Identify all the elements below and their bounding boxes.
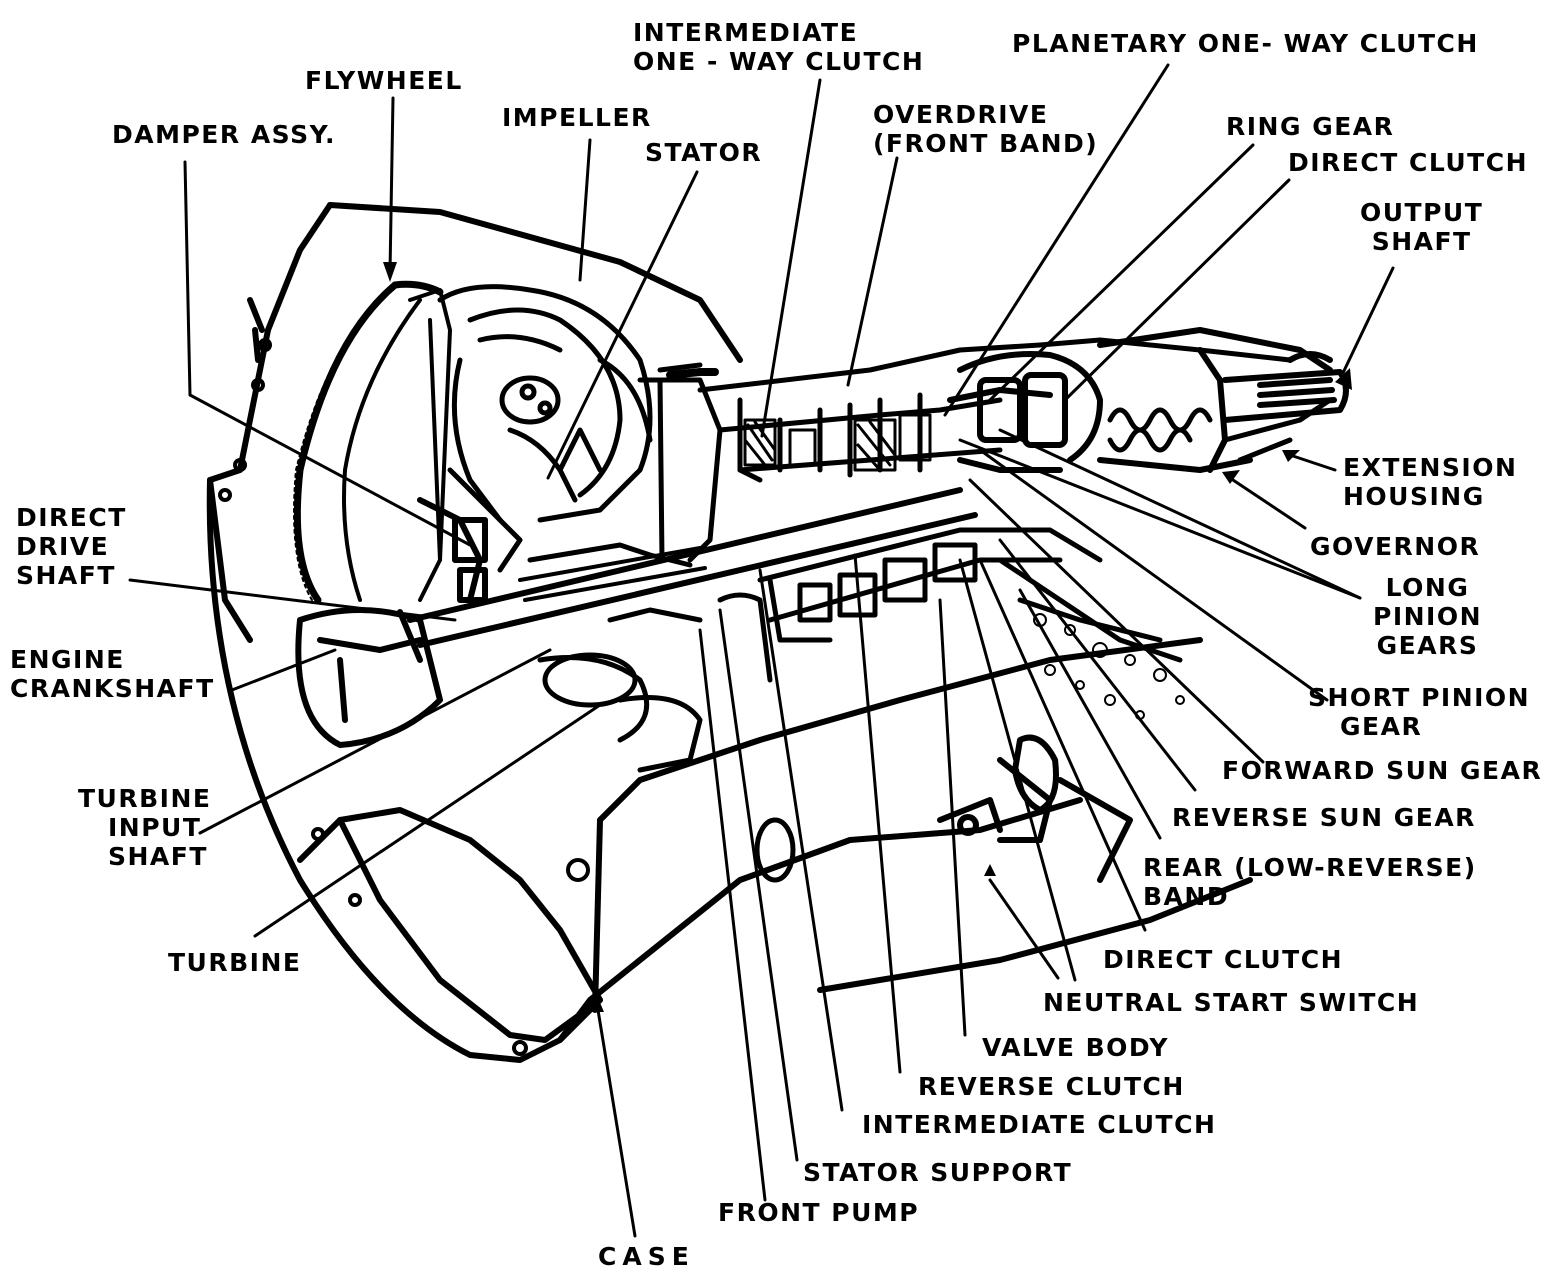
label-stator: STATOR <box>645 138 763 167</box>
label-extension-housing: EXTENSION HOUSING <box>1343 453 1517 511</box>
output-shaft <box>1222 351 1349 423</box>
label-turbine-input-shaft: TURBINE INPUT SHAFT <box>78 784 211 871</box>
label-direct-drive-shaft: DIRECT DRIVE SHAFT <box>16 503 127 590</box>
label-long-pinion-gears-line3: GEARS <box>1376 631 1479 660</box>
label-direct-clutch-bottom: DIRECT CLUTCH <box>1103 945 1343 974</box>
clutch-packs <box>743 413 932 472</box>
label-extension-housing-line2: HOUSING <box>1343 482 1485 511</box>
label-direct-drive-shaft-line3: SHAFT <box>16 561 116 590</box>
label-reverse-clutch: REVERSE CLUTCH <box>918 1072 1185 1101</box>
label-intermediate-one-way-clutch-line2: ONE - WAY CLUTCH <box>633 47 925 76</box>
label-turbine-input-shaft-line3: SHAFT <box>108 842 208 871</box>
label-intermediate-clutch: INTERMEDIATE CLUTCH <box>862 1110 1217 1139</box>
label-output-shaft-line2: SHAFT <box>1371 227 1472 256</box>
label-output-shaft-line1: OUTPUT <box>1360 198 1484 227</box>
label-turbine: TURBINE <box>168 948 302 977</box>
flywheel-inner <box>342 288 452 602</box>
label-overdrive-line1: OVERDRIVE <box>873 100 1049 129</box>
label-ring-gear: RING GEAR <box>1226 112 1395 141</box>
label-long-pinion-gears-line1: LONG <box>1385 573 1470 602</box>
label-forward-sun-gear: FORWARD SUN GEAR <box>1222 756 1543 785</box>
label-planetary-one-way-clutch: PLANETARY ONE- WAY CLUTCH <box>1012 29 1479 58</box>
main-shaft <box>397 487 978 663</box>
label-engine-crankshaft-line2: CRANKSHAFT <box>10 674 215 703</box>
case-bolt-holes <box>218 338 590 1056</box>
label-rear-band-line1: REAR (LOW-REVERSE) <box>1143 853 1477 882</box>
leader-arrowheads <box>383 262 1352 1012</box>
output-housing <box>1097 327 1333 473</box>
front-pump-pins <box>666 368 719 379</box>
label-extension-housing-line1: EXTENSION <box>1343 453 1518 482</box>
damper-assembly <box>417 497 488 603</box>
label-short-pinion-gear: SHORT PINION GEAR <box>1308 683 1530 741</box>
label-direct-clutch-top: DIRECT CLUTCH <box>1288 148 1528 177</box>
flywheel-ring-teeth <box>293 294 386 601</box>
label-engine-crankshaft: ENGINE CRANKSHAFT <box>10 645 215 703</box>
label-long-pinion-gears-line2: PINION <box>1373 602 1483 631</box>
label-stator-support: STATOR SUPPORT <box>803 1158 1073 1187</box>
valve-body-plate-holes <box>1033 613 1185 720</box>
label-overdrive-front-band: OVERDRIVE (FRONT BAND) <box>873 100 1098 158</box>
neutral-start-switch <box>937 734 1059 836</box>
governor-spring <box>1107 407 1213 453</box>
label-intermediate-one-way-clutch: INTERMEDIATE ONE - WAY CLUTCH <box>633 18 924 76</box>
case-outline <box>206 202 1203 1063</box>
flywheel-ring <box>293 280 444 604</box>
label-short-pinion-gear-line1: SHORT PINION <box>1308 683 1531 712</box>
label-long-pinion-gears: LONG PINION GEARS <box>1373 573 1482 660</box>
label-governor: GOVERNOR <box>1310 532 1481 561</box>
label-engine-crankshaft-line1: ENGINE <box>10 645 125 674</box>
label-neutral-start-switch: NEUTRAL START SWITCH <box>1043 988 1420 1017</box>
label-direct-drive-shaft-line1: DIRECT <box>16 503 127 532</box>
label-output-shaft: OUTPUT SHAFT <box>1360 198 1483 256</box>
label-front-pump: FRONT PUMP <box>718 1198 920 1227</box>
servo-lower-left <box>537 592 796 883</box>
label-short-pinion-gear-line2: GEAR <box>1340 712 1423 741</box>
label-valve-body: VALVE BODY <box>982 1033 1169 1062</box>
label-case: CASE <box>598 1242 695 1271</box>
label-overdrive-line2: (FRONT BAND) <box>873 129 1099 158</box>
label-intermediate-one-way-clutch-line1: INTERMEDIATE <box>633 18 859 47</box>
label-turbine-input-shaft-line2: INPUT <box>108 813 202 842</box>
label-direct-drive-shaft-line2: DRIVE <box>16 532 110 561</box>
leader-lines <box>128 63 1395 1238</box>
label-damper-assy: DAMPER ASSY. <box>112 120 337 149</box>
label-reverse-sun-gear: REVERSE SUN GEAR <box>1172 803 1476 832</box>
input-shaft <box>518 546 707 602</box>
label-rear-band-line2: BAND <box>1143 882 1230 911</box>
label-turbine-input-shaft-line1: TURBINE <box>78 784 212 813</box>
torque-converter <box>437 284 653 573</box>
label-flywheel: FLYWHEEL <box>305 66 463 95</box>
label-impeller: IMPELLER <box>502 103 652 132</box>
label-rear-low-reverse-band: REAR (LOW-REVERSE) BAND <box>1143 853 1477 911</box>
engine-crankshaft-flange <box>295 607 443 748</box>
extension-housing <box>1222 397 1333 463</box>
